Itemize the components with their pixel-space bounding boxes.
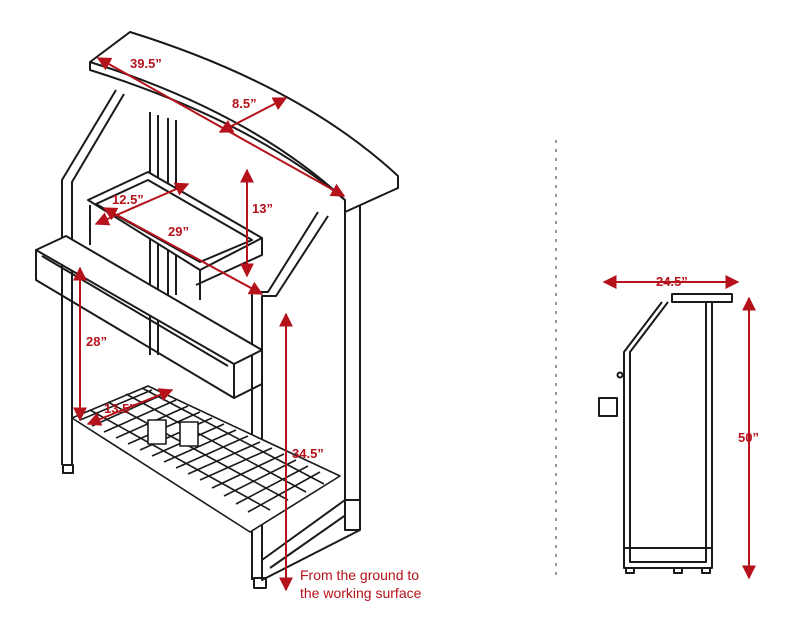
working-surface-height-label: 34.5” [292, 446, 324, 461]
shelf-depth-arrow [86, 388, 174, 426]
side-bolt [616, 371, 624, 379]
side-depth-label: 24.5” [656, 274, 688, 289]
side-top-board [671, 293, 733, 303]
side-view-drawing [598, 293, 733, 574]
perspective-bar-drawing [35, 31, 399, 589]
working-surface-note: From the ground to the working surface [300, 567, 422, 601]
side-dimension-labels: 24.5” 50” [656, 274, 759, 445]
side-speed-rail [598, 397, 618, 417]
perspective-dimension-lines [73, 57, 346, 592]
side-foot-left [625, 567, 635, 574]
side-foot-right [701, 567, 711, 574]
perspective-dimension-labels: 39.5” 8.5” 12.5” 29” 13” 28” 13.5” 34.5” [86, 56, 324, 461]
ice-bin-width-label: 29” [168, 224, 189, 239]
shelf-depth-label: 13.5” [104, 401, 136, 416]
note-line-1: From the ground to [300, 567, 419, 583]
side-foot-mid [673, 567, 683, 574]
right-front-frame [251, 211, 329, 589]
top-depth-arrow [218, 97, 288, 133]
side-body-outline [623, 301, 713, 569]
ice-bin-depth-label: 12.5” [112, 192, 144, 207]
ice-bin-width-arrow [102, 207, 264, 295]
speed-rail-trough [35, 235, 263, 399]
note-line-2: the working surface [300, 585, 422, 601]
side-dimension-lines [602, 275, 756, 580]
top-depth-label: 8.5” [232, 96, 257, 111]
upper-height-label: 13” [252, 201, 273, 216]
side-height-label: 50” [738, 430, 759, 445]
side-panel [261, 205, 361, 581]
top-width-label: 39.5” [130, 56, 162, 71]
rail-height-label: 28” [86, 334, 107, 349]
